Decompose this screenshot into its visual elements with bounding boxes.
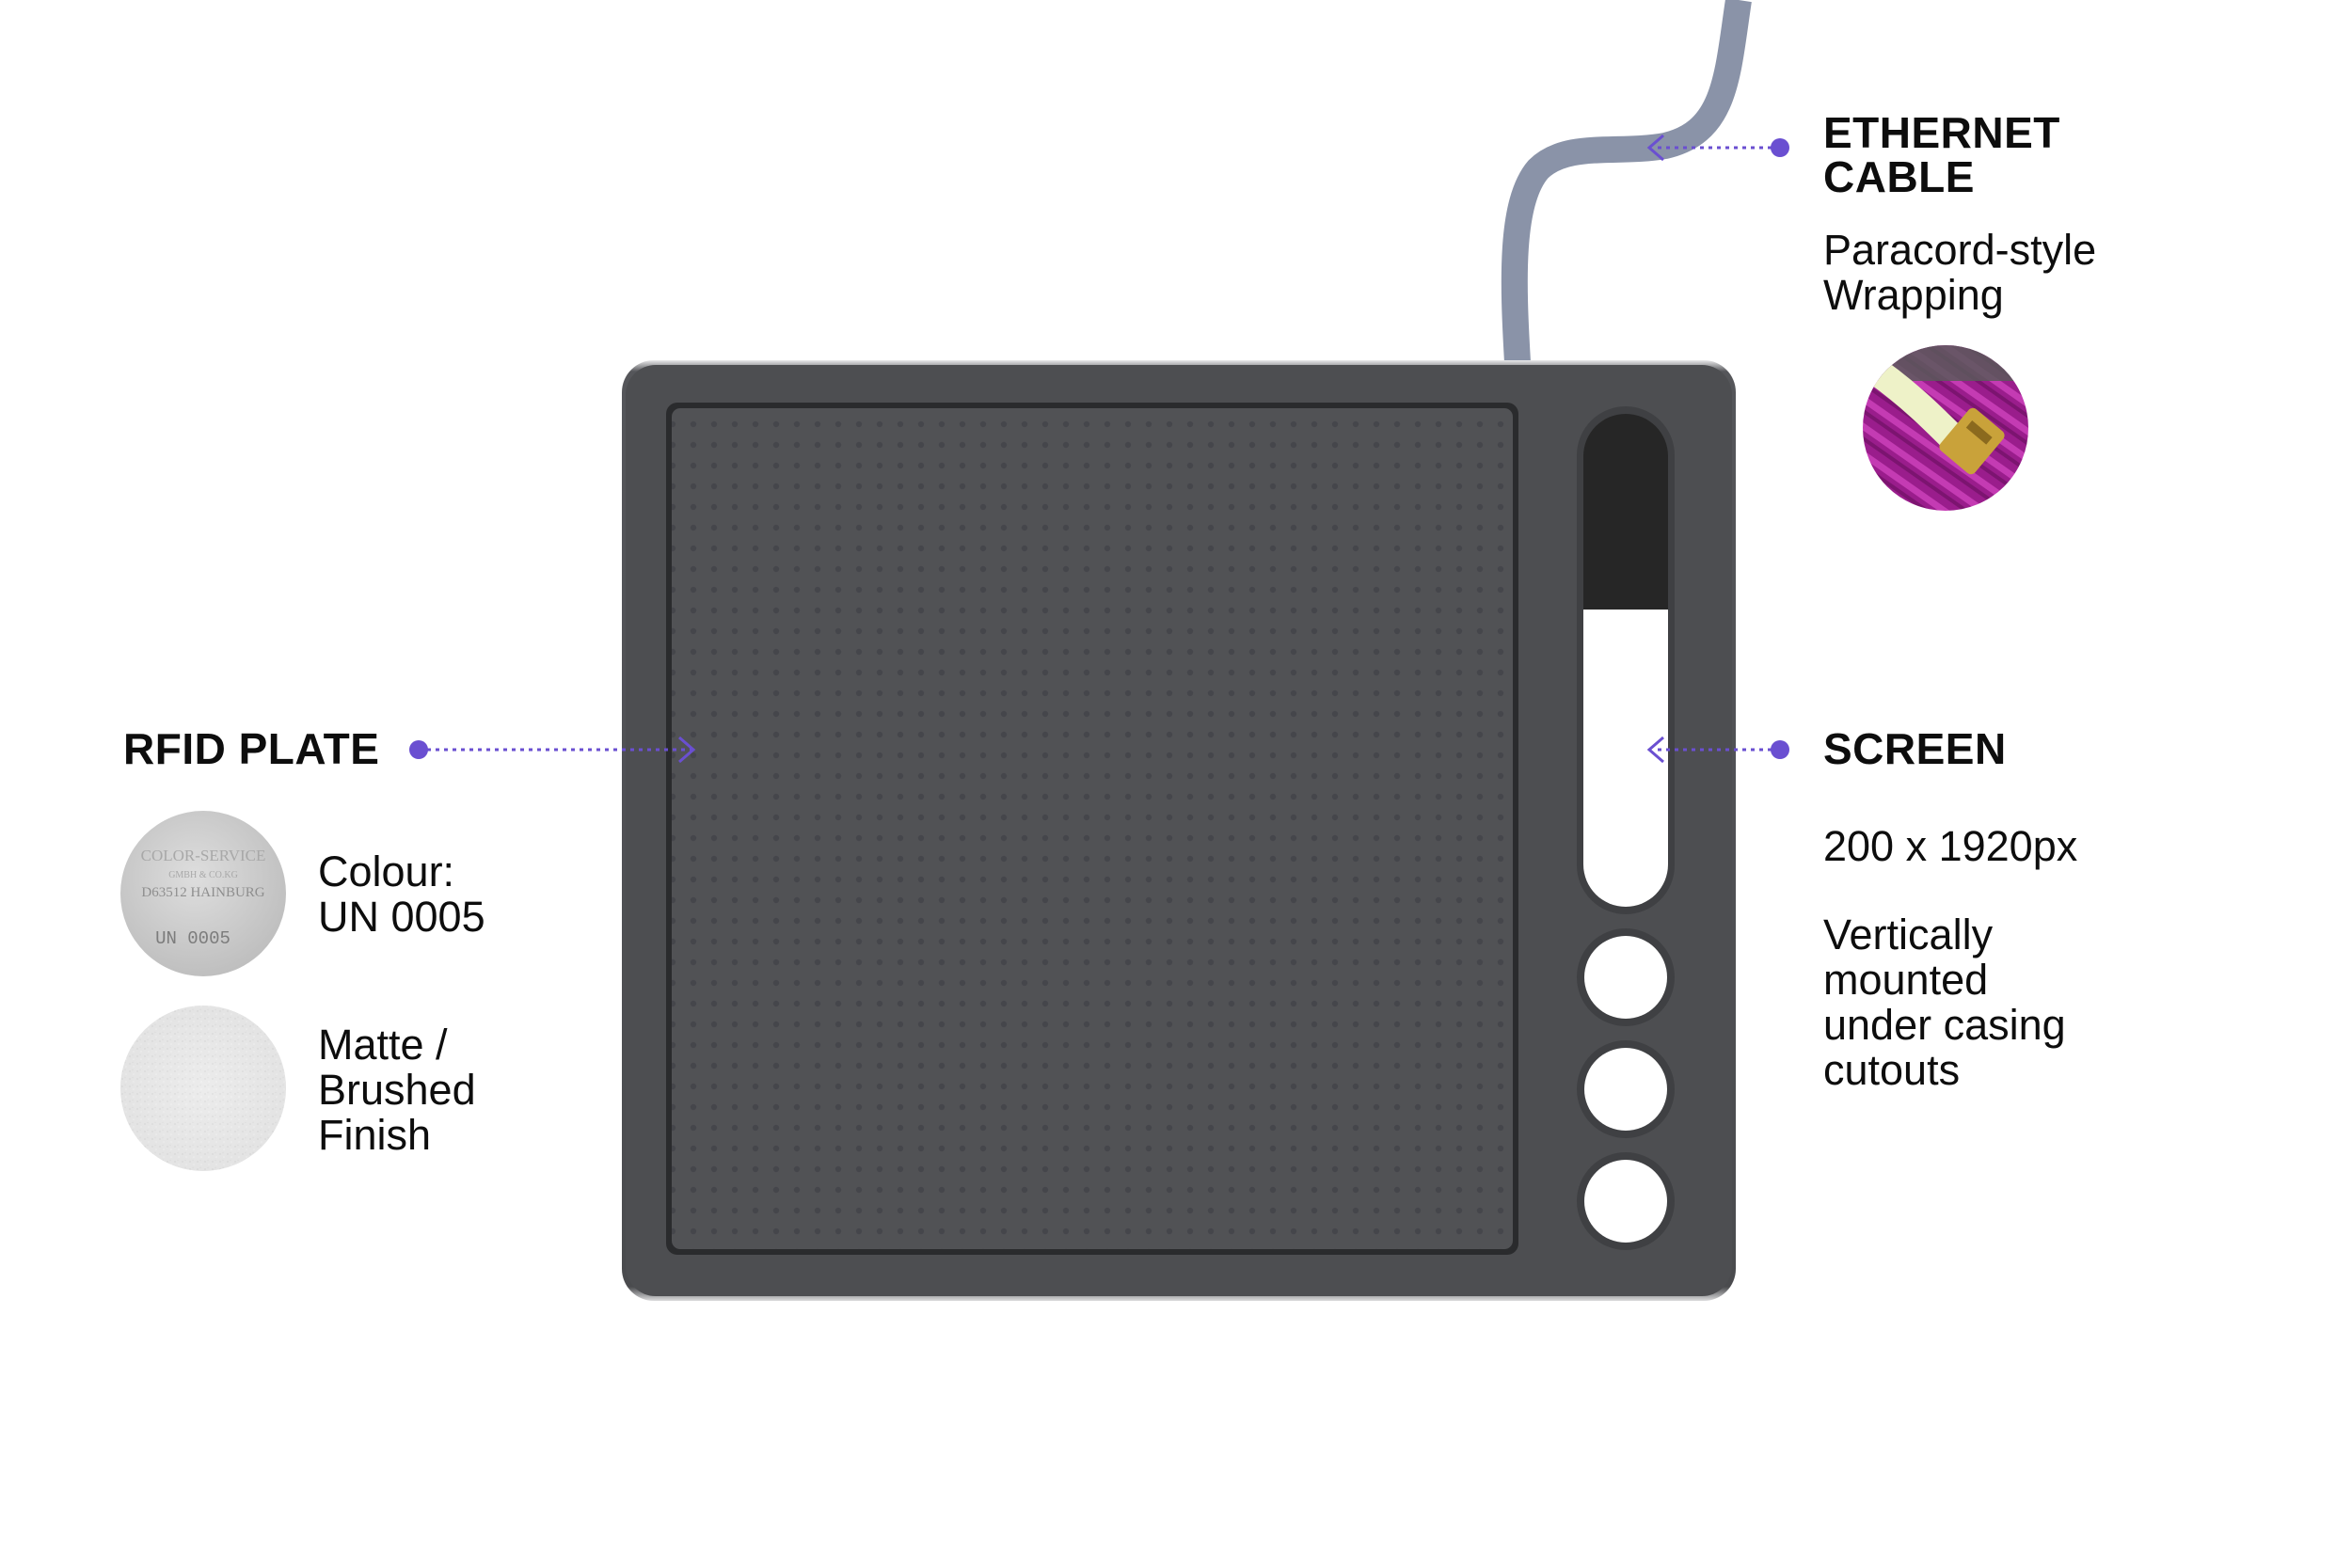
pointer-dot-icon <box>409 740 428 759</box>
screen-display <box>1577 406 1675 914</box>
swatch-line-4: UN 0005 <box>155 928 230 949</box>
paracord-sample-image <box>1863 345 2028 511</box>
casing-button-1 <box>1577 928 1675 1026</box>
rfid-colour-label: Colour: UN 0005 <box>318 847 485 941</box>
swatch-line-2: GMBH & CO.KG <box>168 870 238 880</box>
screen-callout-pointer <box>1646 736 1789 764</box>
rfid-plate <box>666 403 1518 1255</box>
screen-resolution: 200 x 1920px <box>1823 822 2078 870</box>
ethernet-callout-pointer <box>1646 134 1789 162</box>
pointer-arrow-icon <box>1646 134 1664 162</box>
pointer-arrow-icon <box>1646 736 1664 764</box>
screen-heading: SCREEN <box>1823 724 2007 773</box>
rfid-plate-heading: RFID PLATE <box>123 724 380 773</box>
swatch-line-3: D63512 HAINBURG <box>141 885 264 900</box>
ethernet-cable-description: Paracord-style Wrapping <box>1823 226 2097 319</box>
finish-swatch-image <box>120 1006 286 1171</box>
pointer-dot-icon <box>1771 740 1789 759</box>
ethernet-cable-heading: ETHERNET CABLE <box>1823 108 2060 201</box>
pointer-arrow-icon <box>678 736 696 764</box>
ethernet-cable <box>1501 0 1752 363</box>
pointer-dot-icon <box>1771 138 1789 157</box>
casing-button-2 <box>1577 1040 1675 1138</box>
rfid-callout-pointer <box>409 736 696 764</box>
colour-swatch-image: COLOR-SERVICE GMBH & CO.KG D63512 HAINBU… <box>120 811 286 976</box>
swatch-line-1: COLOR-SERVICE <box>141 847 266 864</box>
rfid-finish-label: Matte / Brushed Finish <box>318 1021 476 1159</box>
screen-description: Vertically mounted under casing cutouts <box>1823 911 2066 1094</box>
casing-button-3 <box>1577 1152 1675 1250</box>
